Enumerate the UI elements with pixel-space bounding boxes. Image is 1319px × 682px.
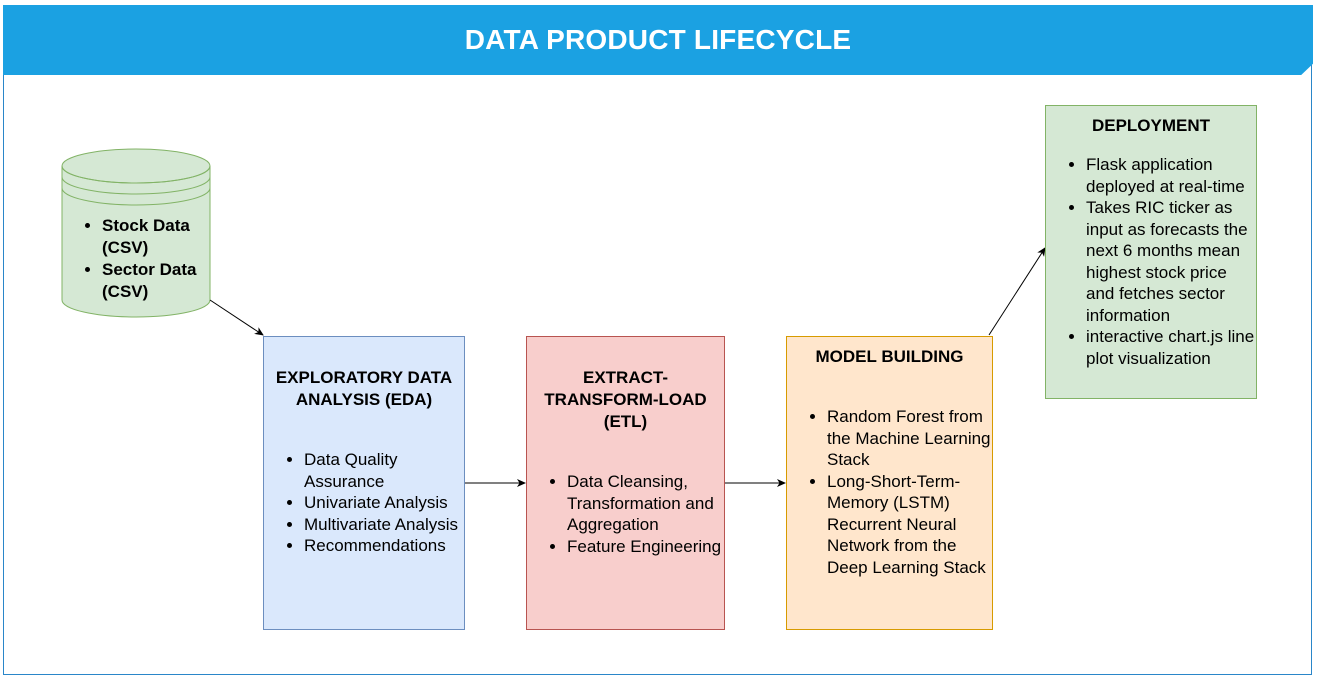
- arrow-data-to-eda: [209, 299, 264, 336]
- eda-list: Data Quality Assurance Univariate Analys…: [264, 449, 464, 557]
- etl-box: EXTRACT-TRANSFORM-LOAD (ETL) Data Cleans…: [526, 336, 725, 630]
- eda-item: Multivariate Analysis: [304, 514, 464, 536]
- data-source-list: Stock Data (CSV) Sector Data (CSV): [62, 215, 212, 303]
- deployment-item: Takes RIC ticker as input as forecasts t…: [1086, 197, 1256, 326]
- deployment-title: DEPLOYMENT: [1091, 116, 1211, 135]
- eda-box: EXPLORATORY DATA ANALYSIS (EDA) Data Qua…: [263, 336, 465, 630]
- model-box: MODEL BUILDING Random Forest from the Ma…: [786, 336, 993, 630]
- etl-list: Data Cleansing, Transformation and Aggre…: [527, 471, 724, 557]
- model-item: Random Forest from the Machine Learning …: [827, 406, 992, 471]
- arrow-model-to-deployment: [988, 247, 1046, 336]
- data-source-item: Sector Data (CSV): [102, 259, 212, 303]
- database-cylinder-icon: [61, 148, 211, 318]
- data-source-label: Stock Data (CSV) Sector Data (CSV): [62, 215, 212, 303]
- deployment-box: DEPLOYMENT Flask application deployed at…: [1045, 105, 1257, 399]
- eda-item: Recommendations: [304, 535, 464, 557]
- eda-title: EXPLORATORY DATA ANALYSIS (EDA): [275, 368, 453, 409]
- data-source-item: Stock Data (CSV): [102, 215, 212, 259]
- page-title: DATA PRODUCT LIFECYCLE: [464, 24, 852, 55]
- etl-title: EXTRACT-TRANSFORM-LOAD (ETL): [544, 368, 707, 431]
- eda-item: Data Quality Assurance: [304, 449, 464, 492]
- title-banner: DATA PRODUCT LIFECYCLE: [3, 5, 1313, 75]
- model-title: MODEL BUILDING: [815, 347, 964, 366]
- etl-item: Data Cleansing, Transformation and Aggre…: [567, 471, 724, 536]
- model-item: Long-Short-Term-Memory (LSTM) Recurrent …: [827, 471, 992, 579]
- model-list: Random Forest from the Machine Learning …: [787, 406, 992, 578]
- eda-item: Univariate Analysis: [304, 492, 464, 514]
- deployment-list: Flask application deployed at real-time …: [1046, 154, 1256, 369]
- deployment-item: Flask application deployed at real-time: [1086, 154, 1256, 197]
- etl-item: Feature Engineering: [567, 536, 724, 558]
- deployment-item: interactive chart.js line plot visualiza…: [1086, 326, 1256, 369]
